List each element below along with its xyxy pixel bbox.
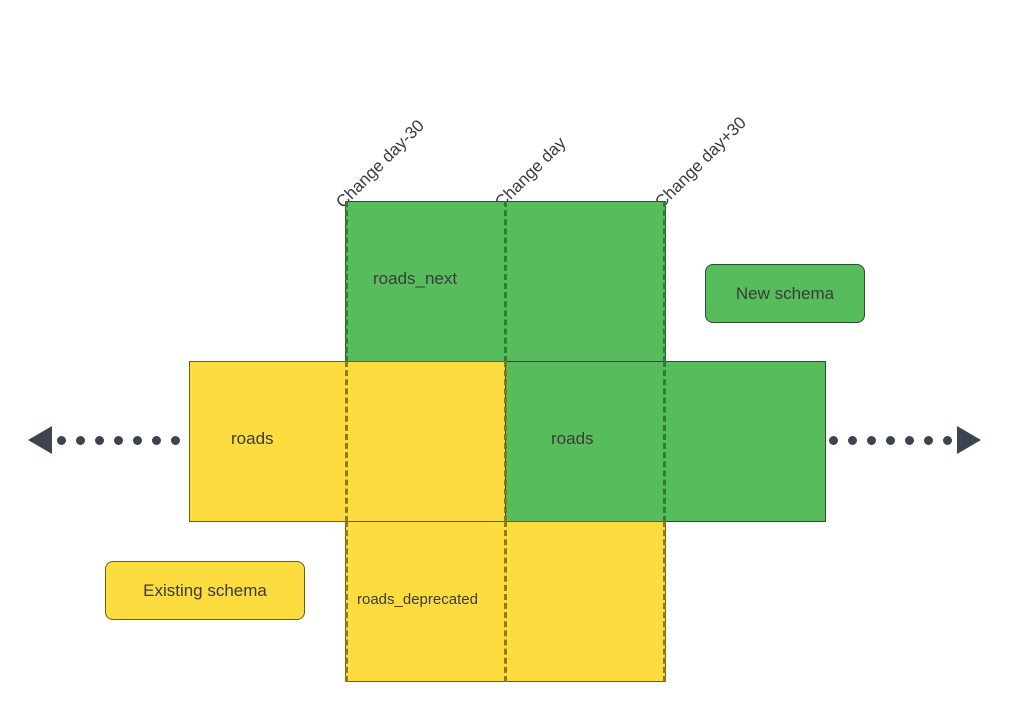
timeline-dot [171,435,180,445]
timeline-dot [886,435,895,445]
timeline-dot [905,435,914,445]
change-day-line-bottom [504,521,507,682]
change-day-minus-30-line-top [345,201,348,362]
tick-label-change-day-plus-30: Change day+30 [651,113,750,212]
timeline-dot [76,435,85,445]
timeline-arrow-past [28,426,185,454]
timeline-dot [133,435,142,445]
tick-label-change-day-minus-30: Change day-30 [332,116,428,212]
change-day-line-mid [504,361,507,522]
block-label-roads-existing: roads [231,429,274,448]
change-day-minus-30-line-bottom [345,521,348,682]
arrow-left-icon [28,426,52,454]
timeline-dot [152,435,161,445]
timeline-dot [848,435,857,445]
block-label-roads-next: roads_next [373,269,458,288]
legend-new-schema[interactable]: New schema [705,264,865,323]
legend-new-schema-label: New schema [735,283,835,303]
timeline-dot [95,435,104,445]
block-label-roads-new: roads [551,429,594,448]
timeline-arrow-future [824,426,981,454]
legend-existing-schema[interactable]: Existing schema [105,561,305,620]
timeline-dot [114,435,123,445]
change-day-minus-30-line-mid [345,361,348,522]
change-day-plus-30-line-bottom [663,521,666,682]
timeline-dot [943,435,952,445]
legend-existing-schema-label: Existing schema [143,580,267,600]
change-day-line-top [504,201,507,362]
timeline-dot [924,435,933,445]
tick-label-change-day: Change day [491,133,570,212]
timeline-dot [829,435,838,445]
arrow-right-icon [957,426,981,454]
change-day-plus-30-line-top [663,201,666,362]
change-day-plus-30-line-mid [663,361,666,522]
timeline-dot [57,435,66,445]
timeline-dot [867,435,876,445]
block-label-roads-deprecated: roads_deprecated [357,591,478,608]
